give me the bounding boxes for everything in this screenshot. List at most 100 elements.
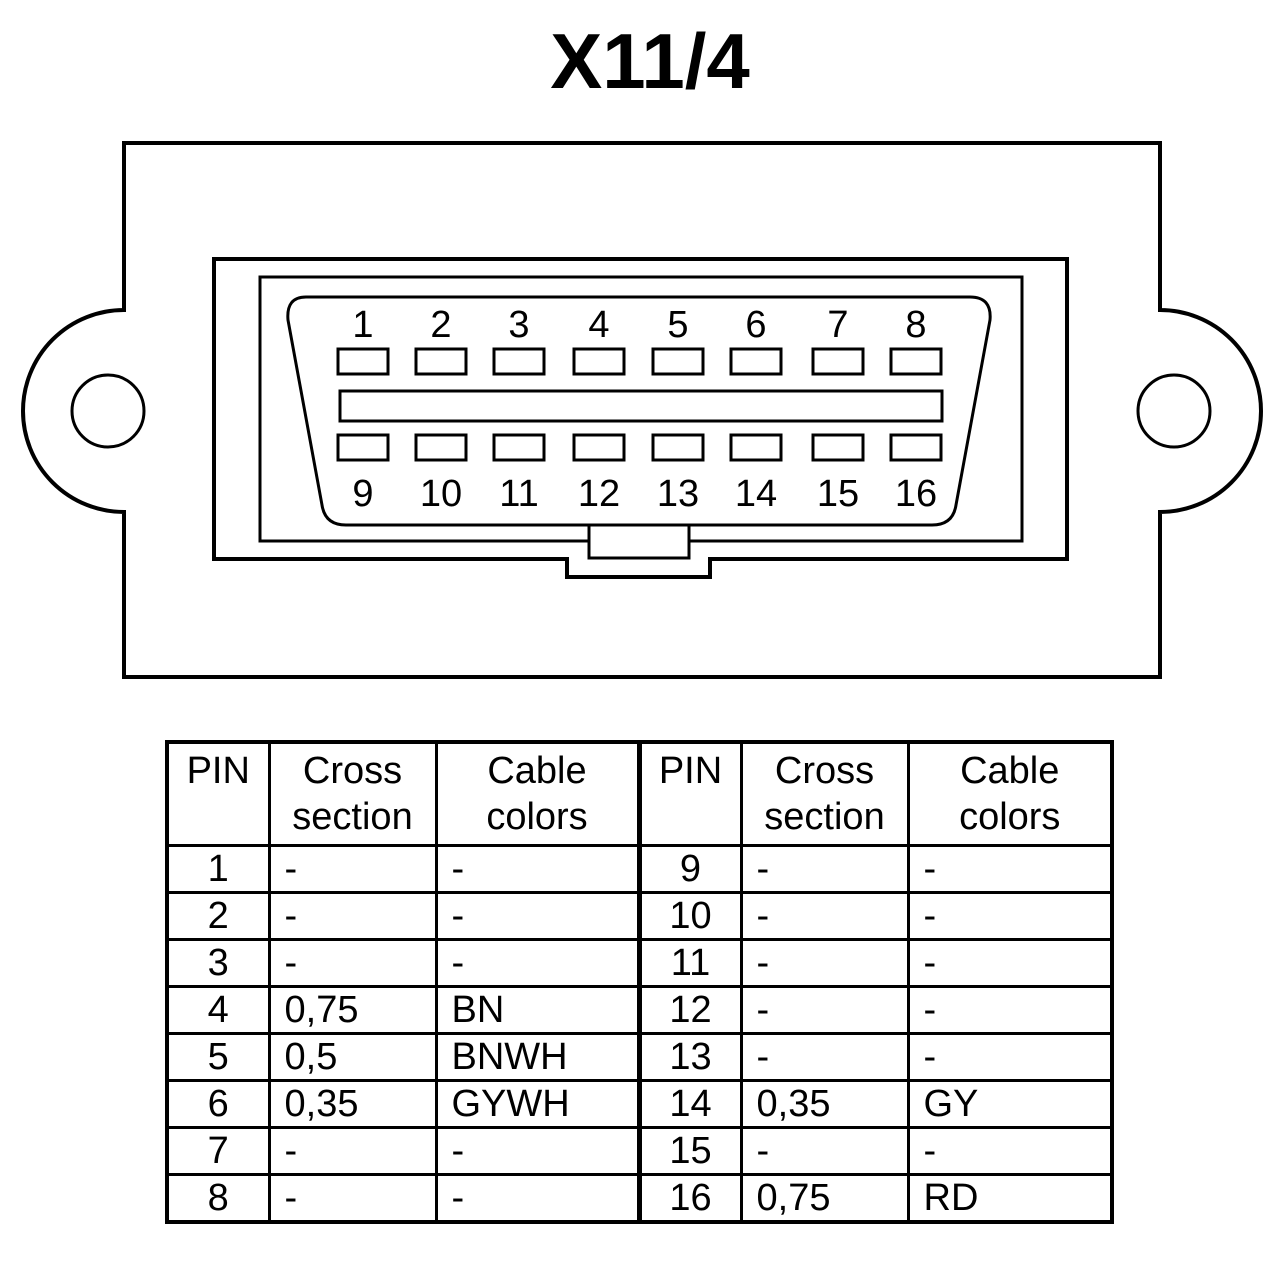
pin-cell: 7 xyxy=(165,1126,271,1176)
left-mounting-hole xyxy=(70,373,146,449)
pin-slot xyxy=(572,433,626,462)
pin-number-label: 12 xyxy=(578,473,620,515)
pin-slot xyxy=(729,433,783,462)
pin-cell: 11 xyxy=(637,938,743,988)
pin-number-label: 16 xyxy=(895,473,937,515)
cross-section-cell: - xyxy=(739,938,910,988)
cable-color-cell: - xyxy=(906,891,1114,941)
cable-color-cell: GYWH xyxy=(434,1079,642,1129)
pin-cell: 15 xyxy=(637,1126,743,1176)
header-pin: PIN xyxy=(637,740,743,847)
table-row: 2--10-- xyxy=(165,891,1114,941)
pin-slot xyxy=(336,433,390,462)
cable-color-cell: - xyxy=(434,844,642,894)
pin-cell: 16 xyxy=(637,1173,743,1224)
pin-number-label: 5 xyxy=(667,304,688,346)
pin-cell: 3 xyxy=(165,938,271,988)
header-cross-section: Cross section xyxy=(739,740,910,847)
pin-number-label: 1 xyxy=(352,304,373,346)
cross-section-cell: 0,75 xyxy=(739,1173,910,1224)
table-header-row: PIN Cross section Cable colors PIN Cross… xyxy=(165,740,1114,847)
pin-cell: 12 xyxy=(637,985,743,1035)
cable-color-cell: BNWH xyxy=(434,1032,642,1082)
table-row: 1--9-- xyxy=(165,844,1114,894)
pin-number-label: 8 xyxy=(905,304,926,346)
pin-slot xyxy=(651,347,705,376)
pin-slot xyxy=(572,347,626,376)
cross-section-cell: 0,35 xyxy=(267,1079,438,1129)
cross-section-cell: - xyxy=(267,938,438,988)
cable-color-cell: - xyxy=(906,985,1114,1035)
pin-number-label: 4 xyxy=(588,304,609,346)
pin-slot xyxy=(492,347,546,376)
header-cable-colors: Cable colors xyxy=(906,740,1114,847)
cable-color-cell: - xyxy=(906,1032,1114,1082)
cable-color-cell: - xyxy=(906,1126,1114,1176)
pin-number-label: 14 xyxy=(735,473,777,515)
center-key-bar xyxy=(338,389,944,423)
cross-section-cell: 0,5 xyxy=(267,1032,438,1082)
pin-slot xyxy=(336,347,390,376)
right-mounting-hole xyxy=(1136,373,1212,449)
pin-cell: 1 xyxy=(165,844,271,894)
pin-cell: 4 xyxy=(165,985,271,1035)
pin-number-label: 3 xyxy=(508,304,529,346)
cross-section-cell: - xyxy=(267,1173,438,1224)
cable-color-cell: - xyxy=(906,844,1114,894)
cable-color-cell: - xyxy=(434,1126,642,1176)
pin-cell: 5 xyxy=(165,1032,271,1082)
cross-section-cell: - xyxy=(739,1032,910,1082)
cable-color-cell: - xyxy=(434,1173,642,1224)
pin-slot xyxy=(811,347,865,376)
header-pin: PIN xyxy=(165,740,271,847)
pin-slot xyxy=(414,433,468,462)
pin-cell: 8 xyxy=(165,1173,271,1224)
cable-color-cell: BN xyxy=(434,985,642,1035)
pin-slot xyxy=(811,433,865,462)
cable-color-cell: - xyxy=(434,891,642,941)
pin-slot xyxy=(492,433,546,462)
cross-section-cell: - xyxy=(739,844,910,894)
cross-section-cell: - xyxy=(267,1126,438,1176)
cross-section-cell: 0,35 xyxy=(739,1079,910,1129)
table-row: 7--15-- xyxy=(165,1126,1114,1176)
pin-number-label: 7 xyxy=(827,304,848,346)
pin-cell: 10 xyxy=(637,891,743,941)
pin-number-label: 10 xyxy=(420,473,462,515)
header-cross-section: Cross section xyxy=(267,740,438,847)
pin-slot xyxy=(889,347,943,376)
cross-section-cell: 0,75 xyxy=(267,985,438,1035)
pin-cell: 9 xyxy=(637,844,743,894)
pin-assignment-table: PIN Cross section Cable colors PIN Cross… xyxy=(165,740,1114,1224)
cable-color-cell: GY xyxy=(906,1079,1114,1129)
cable-color-cell: - xyxy=(906,938,1114,988)
cross-section-cell: - xyxy=(739,891,910,941)
pin-number-label: 15 xyxy=(817,473,859,515)
pin-cell: 13 xyxy=(637,1032,743,1082)
pin-number-label: 13 xyxy=(657,473,699,515)
pin-number-label: 9 xyxy=(352,473,373,515)
pin-number-label: 11 xyxy=(499,473,538,515)
pin-cell: 6 xyxy=(165,1079,271,1129)
pin-cell: 14 xyxy=(637,1079,743,1129)
pin-cell: 2 xyxy=(165,891,271,941)
connector-title: X11/4 xyxy=(550,17,750,105)
pin-slot xyxy=(651,433,705,462)
cross-section-cell: - xyxy=(267,891,438,941)
cross-section-cell: - xyxy=(739,1126,910,1176)
cross-section-cell: - xyxy=(267,844,438,894)
pin-number-label: 6 xyxy=(745,304,766,346)
connector-frame xyxy=(212,257,1069,579)
cable-color-cell: - xyxy=(434,938,642,988)
cross-section-cell: - xyxy=(739,985,910,1035)
pin-number-label: 2 xyxy=(430,304,451,346)
pin-slot xyxy=(889,433,943,462)
pin-slot xyxy=(729,347,783,376)
cable-color-cell: RD xyxy=(906,1173,1114,1224)
pin-slot xyxy=(414,347,468,376)
header-cable-colors: Cable colors xyxy=(434,740,642,847)
